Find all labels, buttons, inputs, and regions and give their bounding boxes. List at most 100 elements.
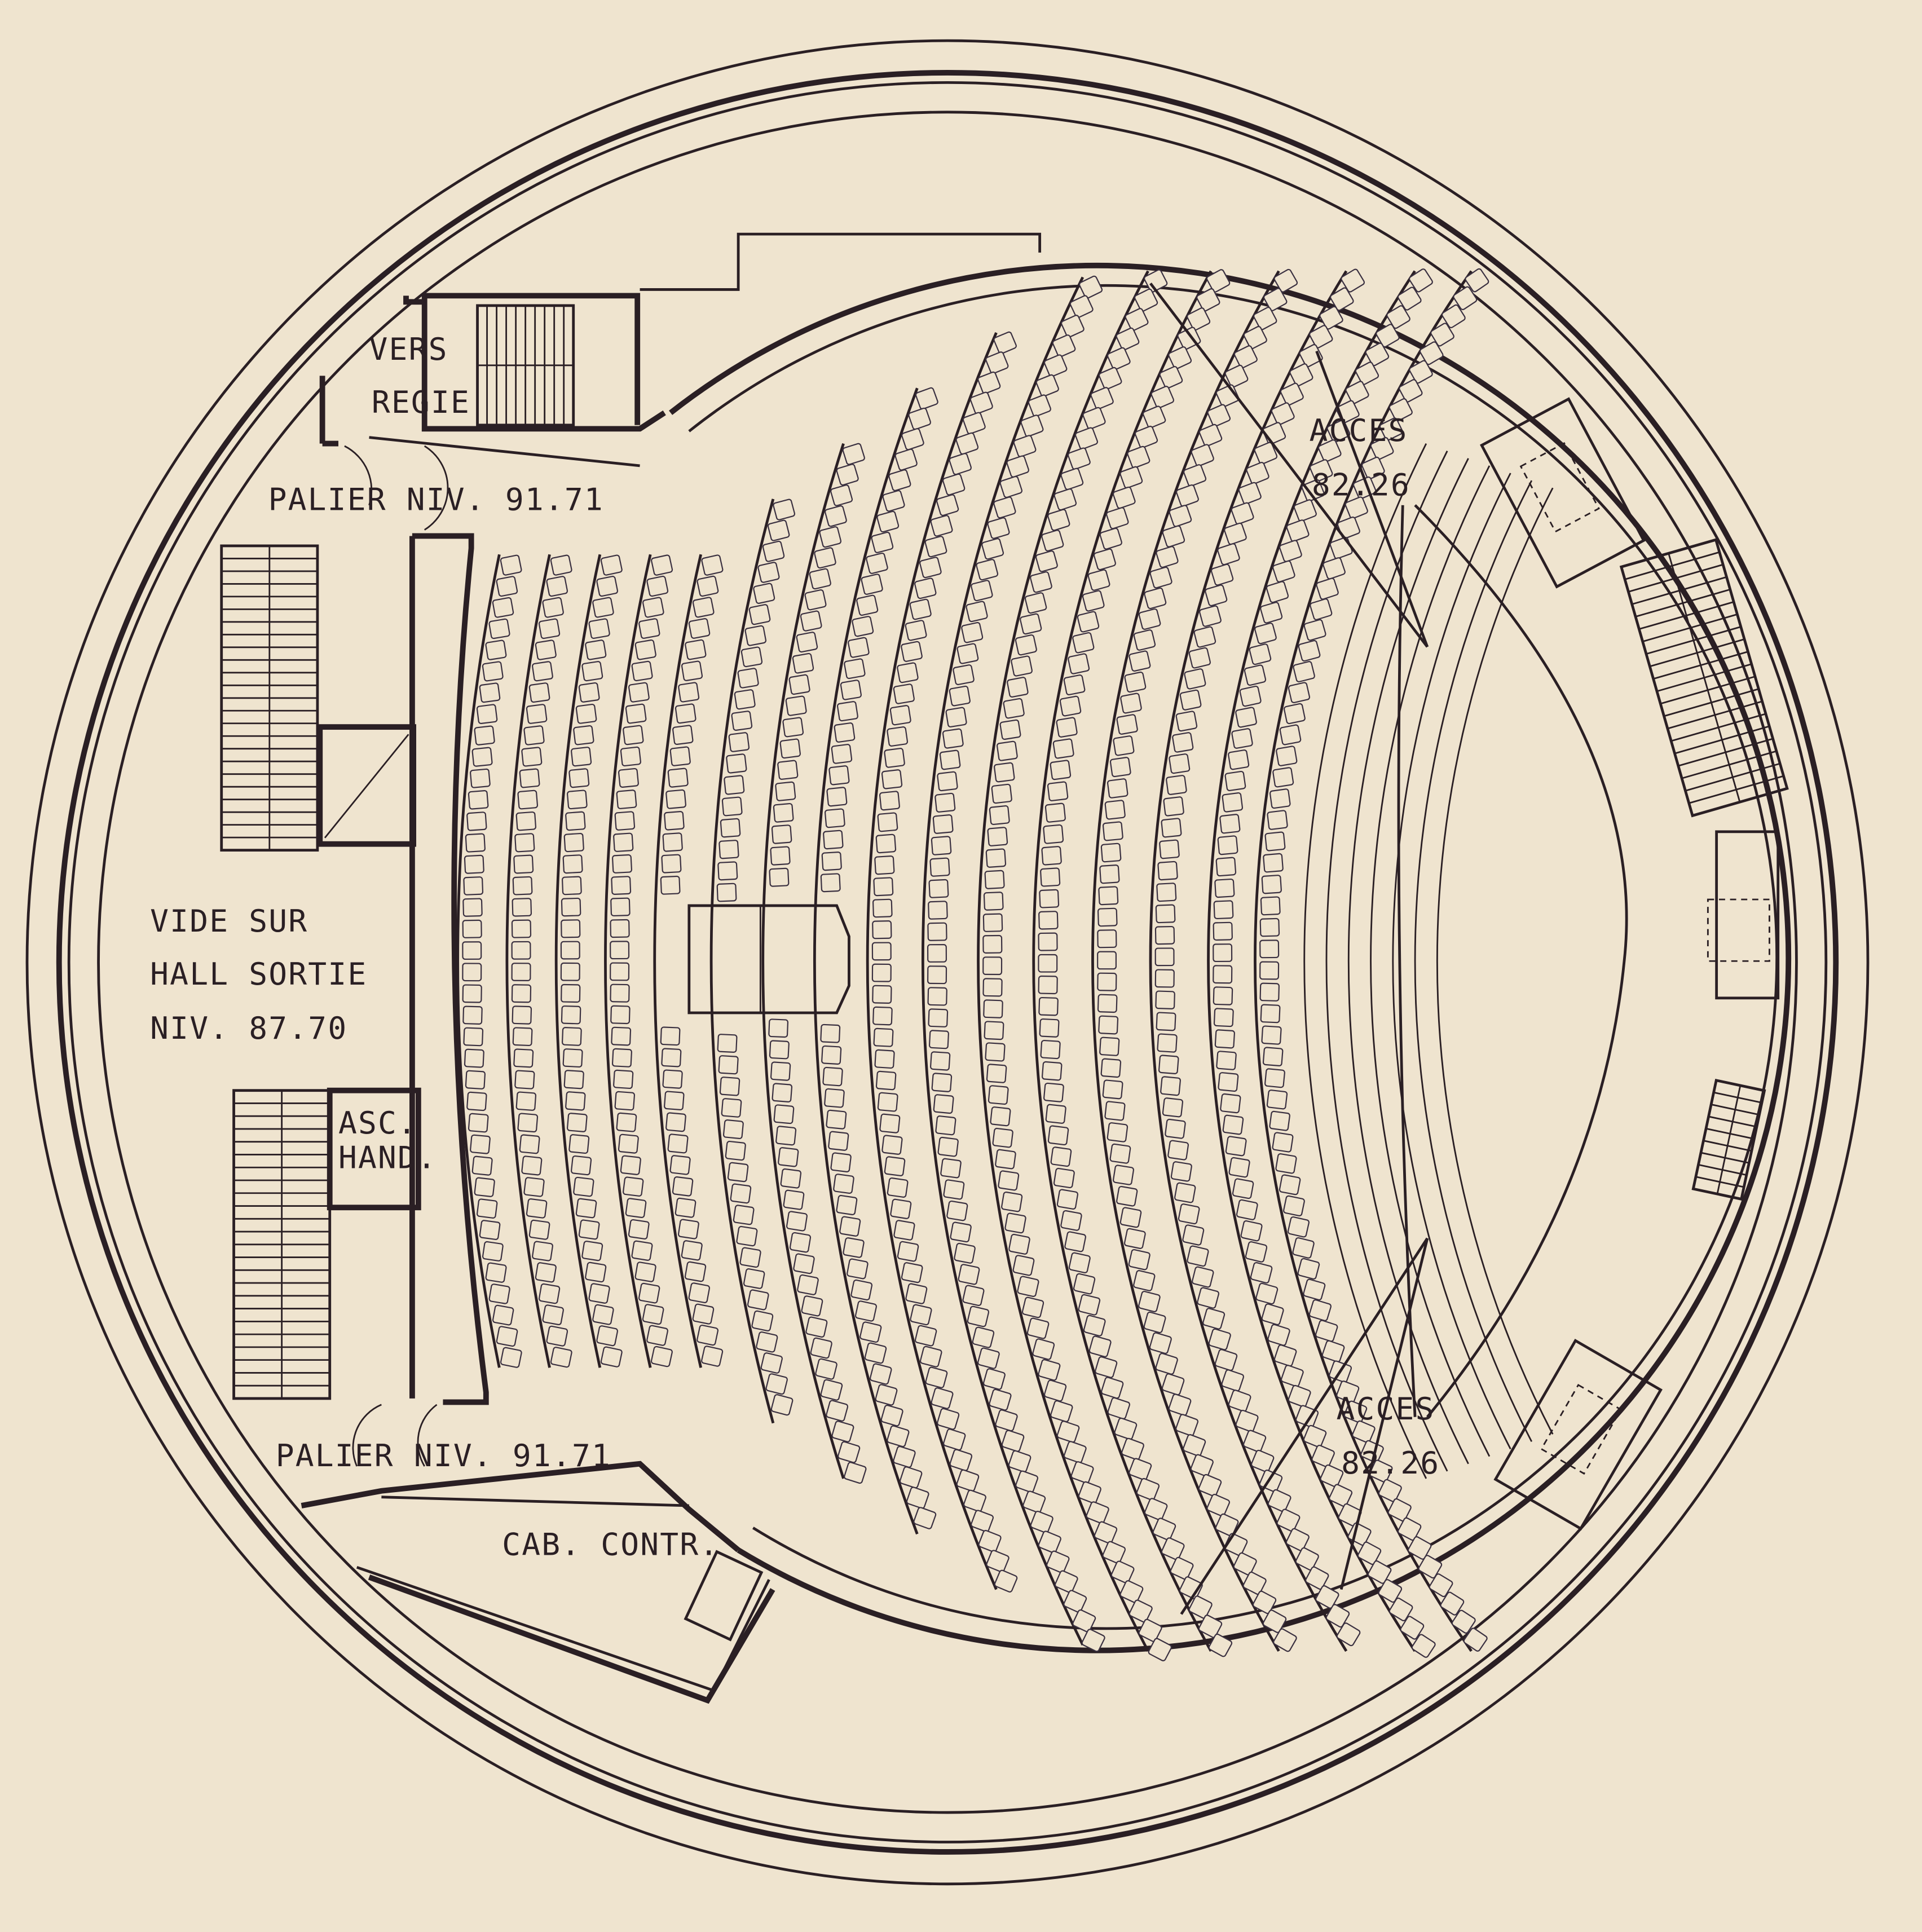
seat <box>932 814 954 834</box>
seat <box>999 475 1023 499</box>
seat <box>563 1070 584 1089</box>
seat <box>872 985 892 1004</box>
seat <box>731 711 753 731</box>
seat <box>1228 1390 1251 1412</box>
seat <box>789 1232 812 1253</box>
seat <box>1379 417 1403 441</box>
seat <box>701 1346 724 1367</box>
seat <box>1261 1303 1284 1326</box>
seat <box>1388 398 1413 422</box>
access-aisles <box>1149 283 1429 1615</box>
seat <box>718 1055 739 1075</box>
seat <box>873 1027 894 1047</box>
seat <box>897 662 919 683</box>
seat <box>716 883 737 902</box>
seat <box>463 876 484 896</box>
seat <box>638 618 660 639</box>
seat <box>1028 394 1051 417</box>
seat <box>642 1304 664 1325</box>
seat <box>610 897 631 917</box>
seat <box>466 1091 487 1111</box>
seat <box>1273 268 1298 293</box>
seat <box>986 1064 1007 1083</box>
seat <box>1015 634 1037 656</box>
seat <box>1060 467 1084 491</box>
seat <box>1407 1536 1432 1560</box>
seat <box>854 1300 877 1322</box>
seat <box>681 660 703 681</box>
seat <box>1231 502 1254 525</box>
seat <box>940 1158 962 1179</box>
seat <box>1063 1441 1087 1463</box>
seat <box>573 1176 594 1197</box>
seat <box>1156 546 1179 568</box>
seat <box>992 1127 1013 1148</box>
seat <box>1441 304 1466 329</box>
seat <box>488 618 510 639</box>
seat <box>1183 464 1207 487</box>
seat <box>618 1133 639 1154</box>
seat <box>1050 760 1072 780</box>
seat <box>1063 674 1086 696</box>
seat <box>872 898 893 918</box>
seat <box>1006 455 1030 478</box>
seat <box>562 1048 583 1068</box>
seat-row <box>604 554 673 1368</box>
seat <box>1301 479 1325 502</box>
seat <box>725 1140 746 1161</box>
seat <box>1123 1228 1146 1249</box>
seat <box>1070 1461 1094 1484</box>
seat <box>1243 325 1267 350</box>
outer-walls <box>25 39 1870 1886</box>
seat <box>1453 286 1478 310</box>
seat <box>929 857 950 877</box>
seat <box>1463 1627 1488 1652</box>
seat <box>1266 581 1289 603</box>
seat <box>879 791 900 811</box>
seat <box>1187 1245 1209 1267</box>
label-acces-top: ACCES <box>1309 412 1408 448</box>
seat <box>600 554 623 576</box>
seat <box>1198 424 1223 447</box>
seat <box>1087 569 1110 591</box>
seat <box>1154 969 1175 988</box>
seat <box>1262 1609 1287 1633</box>
seat <box>919 557 942 579</box>
seat <box>1152 1518 1176 1541</box>
seat <box>1225 1136 1247 1157</box>
seat <box>971 580 993 602</box>
row-riser <box>653 554 703 1368</box>
seat <box>856 594 879 616</box>
seat <box>830 1152 852 1172</box>
seat <box>1093 548 1116 571</box>
seat <box>482 1241 504 1261</box>
seat <box>1222 792 1244 813</box>
seat <box>852 616 874 637</box>
seat <box>879 1113 901 1133</box>
seat <box>1260 1004 1281 1024</box>
seat <box>1399 379 1423 403</box>
seat <box>1429 1573 1453 1598</box>
row-riser <box>813 387 919 1535</box>
seat <box>685 639 707 660</box>
label-asc: ASC. <box>338 1105 417 1141</box>
seat <box>1059 695 1082 717</box>
seat <box>535 639 557 660</box>
seat-row <box>921 275 1105 1652</box>
seat <box>661 854 682 874</box>
seat <box>1293 499 1317 522</box>
seat <box>532 1241 553 1261</box>
seat <box>747 1289 769 1311</box>
seat <box>575 1198 597 1219</box>
seat <box>526 704 548 724</box>
seat <box>826 1109 847 1130</box>
seat <box>950 1221 972 1243</box>
seat <box>1397 1517 1422 1541</box>
seat <box>770 846 791 866</box>
seat <box>897 1241 919 1262</box>
seat <box>1206 269 1231 293</box>
seat <box>793 1253 815 1274</box>
seat <box>1219 814 1241 834</box>
seat <box>464 1048 484 1068</box>
seat <box>772 1083 793 1102</box>
